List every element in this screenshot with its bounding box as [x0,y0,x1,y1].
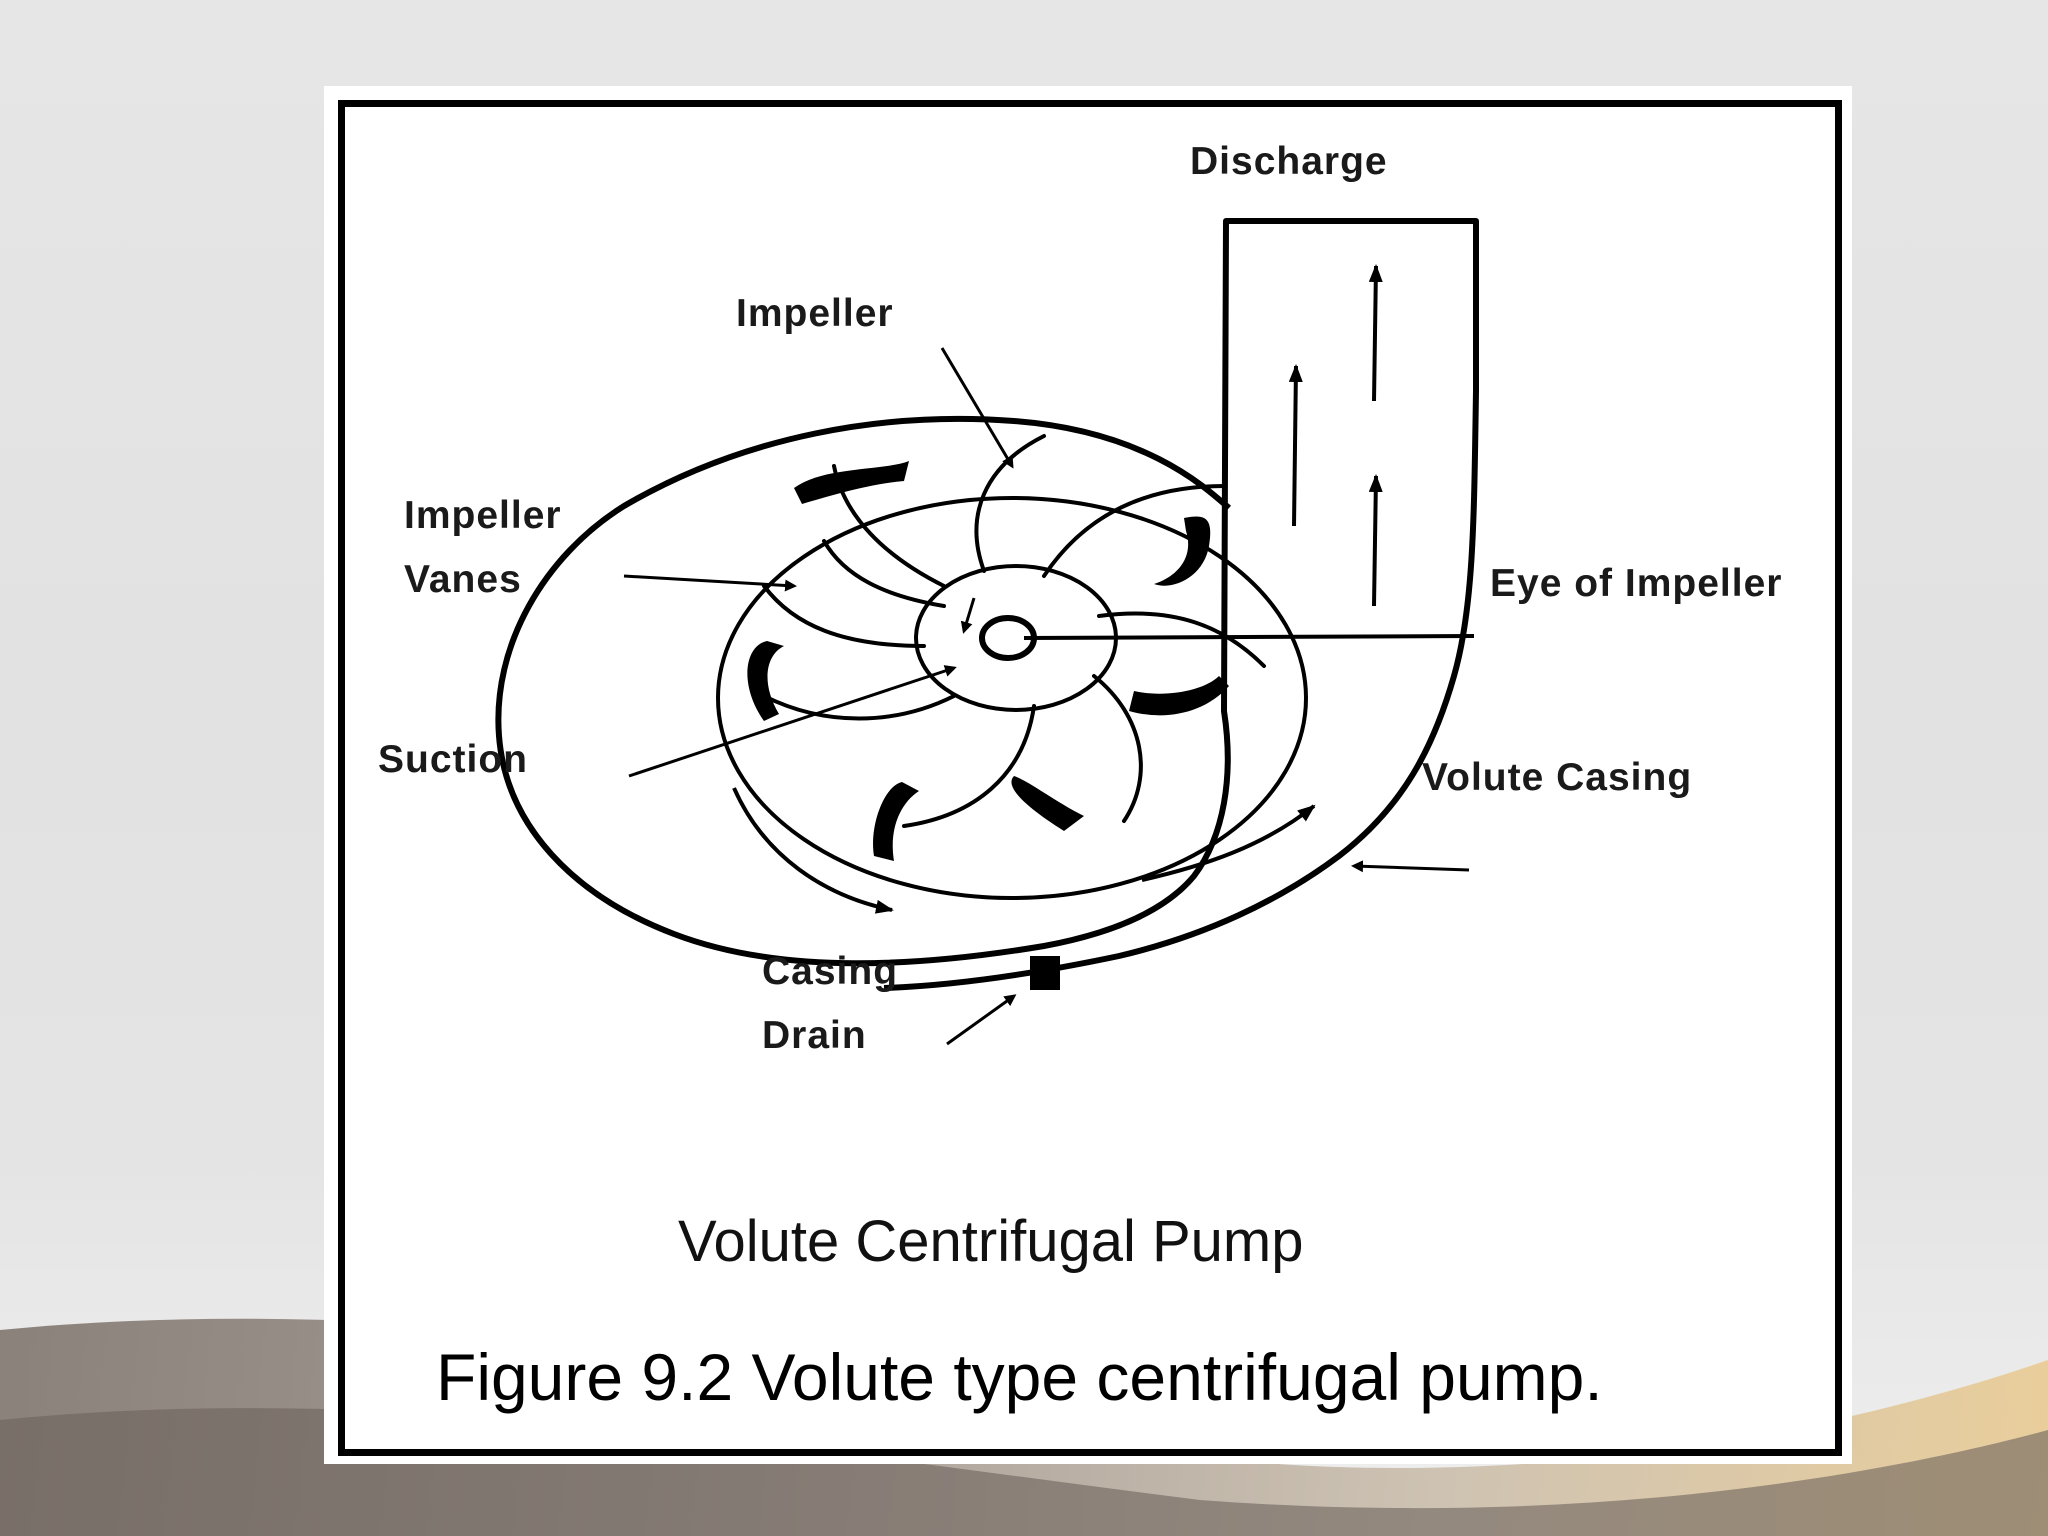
figure-panel: Discharge Impeller Impeller Vanes Eye of… [324,86,1852,1464]
figure-border [338,100,1842,1456]
label-suction: Suction [378,738,528,781]
figure-caption: Figure 9.2 Volute type centrifugal pump. [436,1340,1603,1414]
label-impeller-vanes-line2: Vanes [404,558,522,601]
label-discharge: Discharge [1190,140,1388,183]
vane-tips [747,461,1229,861]
label-volute-casing: Volute Casing [1422,756,1692,799]
impeller-vanes [762,434,1266,828]
label-impeller: Impeller [736,292,894,335]
label-casing-drain-line1: Casing [762,950,898,993]
label-leaders [623,347,1470,1046]
label-eye-of-impeller: Eye of Impeller [1490,562,1782,605]
diagram-title: Volute Centrifugal Pump [678,1209,1303,1274]
volute-casing-outline [495,218,1479,991]
impeller-ring [716,496,1308,900]
label-impeller-vanes-line1: Impeller [404,494,562,537]
casing-drain-plug [1030,956,1060,990]
eye-of-impeller-leader [1023,634,1475,640]
flow-arrows [732,264,1383,914]
label-casing-drain-line2: Drain [762,1014,867,1057]
pump-diagram: Discharge Impeller Impeller Vanes Eye of… [378,140,1782,1414]
